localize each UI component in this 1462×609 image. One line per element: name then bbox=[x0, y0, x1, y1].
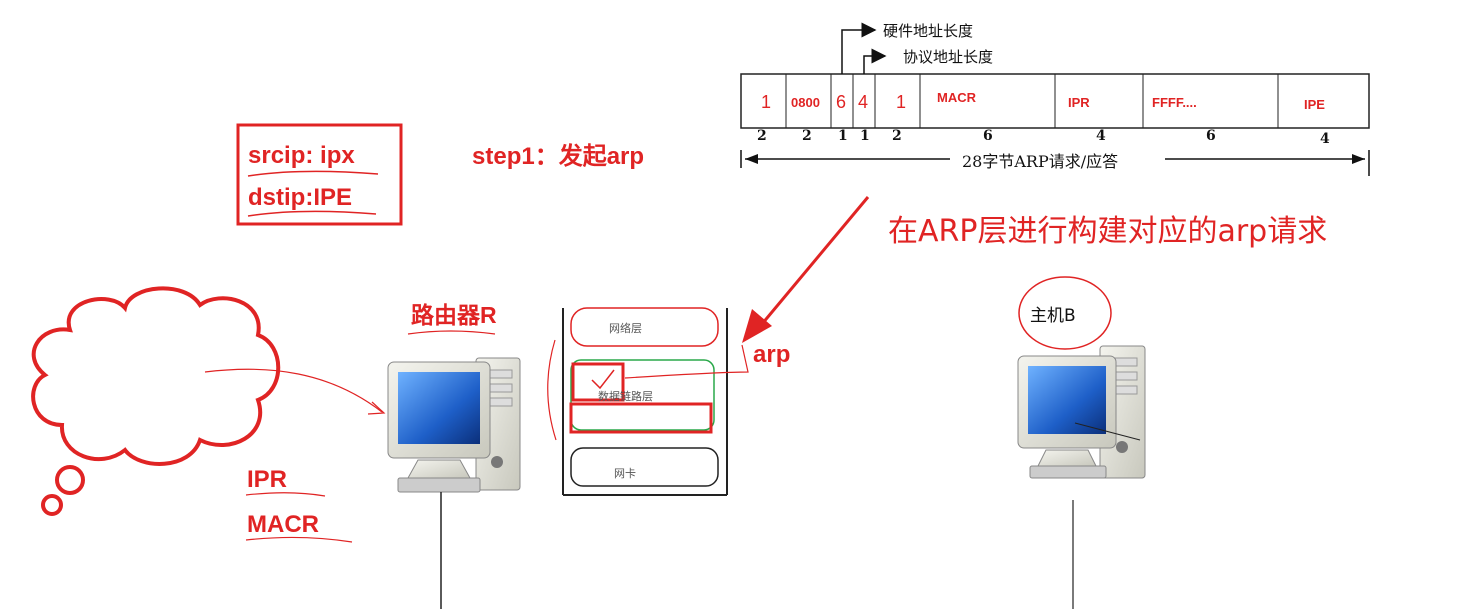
size-7: 6 bbox=[1206, 128, 1216, 144]
size-2: 1 bbox=[838, 128, 848, 144]
host-b-label: 主机B bbox=[1030, 301, 1076, 326]
router-ip-label: IPR bbox=[247, 466, 287, 494]
datalink-layer-label: 数据链路层 bbox=[598, 388, 653, 404]
cloud-shape bbox=[33, 288, 278, 514]
hw-address-length-label: 硬件地址长度 bbox=[883, 20, 973, 41]
step1-label: step1：发起arp bbox=[472, 136, 644, 171]
srcip-label: srcip: ipx bbox=[248, 142, 355, 170]
arp-label: arp bbox=[753, 341, 790, 369]
dstip-label: dstip:IPE bbox=[248, 184, 352, 212]
protocol-address-length-label: 协议地址长度 bbox=[903, 46, 993, 67]
total-length-label: 28字节ARP请求/应答 bbox=[962, 148, 1118, 172]
size-6: 4 bbox=[1096, 128, 1106, 144]
router-computer-icon bbox=[388, 358, 520, 492]
build-arrow bbox=[742, 197, 868, 343]
network-layer-label: 网络层 bbox=[609, 320, 642, 336]
router-label: 路由器R bbox=[411, 296, 497, 330]
field-sender-ip: IPR bbox=[1068, 95, 1090, 110]
size-4: 2 bbox=[892, 128, 902, 144]
nic-layer-label: 网卡 bbox=[614, 465, 636, 481]
size-5: 6 bbox=[983, 128, 993, 144]
field-sender-mac: MACR bbox=[937, 90, 976, 105]
build-note: 在ARP层进行构建对应的arp请求 bbox=[888, 206, 1327, 250]
field-target-mac: FFFF.... bbox=[1152, 95, 1197, 110]
field-proto-len: 4 bbox=[858, 92, 868, 113]
field-protocol-type: 0800 bbox=[791, 95, 820, 110]
size-0: 2 bbox=[757, 128, 767, 144]
field-hw-len: 6 bbox=[836, 92, 846, 113]
size-8: 4 bbox=[1320, 131, 1330, 147]
size-1: 2 bbox=[802, 128, 812, 144]
field-target-ip: IPE bbox=[1304, 97, 1325, 112]
host-b-computer-icon bbox=[1018, 346, 1145, 478]
size-3: 1 bbox=[860, 128, 870, 144]
field-op: 1 bbox=[896, 92, 906, 113]
field-hardware-type: 1 bbox=[761, 92, 771, 113]
router-mac-label: MACR bbox=[247, 511, 319, 539]
